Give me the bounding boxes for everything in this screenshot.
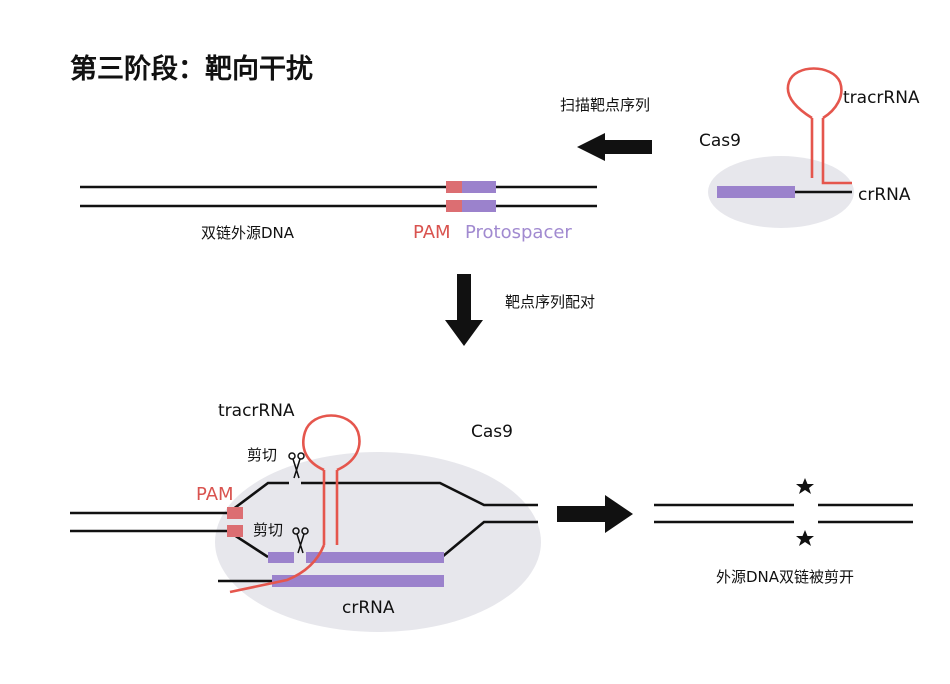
protospacer-label: Protospacer xyxy=(465,222,572,243)
break-star-icon-lower xyxy=(796,530,814,546)
crrna-label-bottom: crRNA xyxy=(342,598,395,618)
tracrrna-link-top xyxy=(821,178,852,185)
scissors-icon-upper xyxy=(288,452,305,479)
pairing-label: 靶点序列配对 xyxy=(505,293,595,311)
cas9-label-top: Cas9 xyxy=(699,131,741,151)
tracrrna-label-top: tracrRNA xyxy=(843,88,920,108)
cut-label-upper: 剪切 xyxy=(247,446,277,464)
page-title: 第三阶段：靶向干扰 xyxy=(70,53,313,85)
crrna-guide-top xyxy=(717,186,795,198)
pam-block-upper-bottom xyxy=(227,507,243,519)
cas9-complex-top xyxy=(708,67,854,228)
dna-label: 双链外源DNA xyxy=(201,224,295,242)
tracrrna-label-bottom: tracrRNA xyxy=(218,401,295,421)
cut-label-lower: 剪切 xyxy=(253,521,283,539)
pam-block-lower xyxy=(446,200,462,212)
target-dna-top xyxy=(80,181,597,212)
pam-label-top: PAM xyxy=(413,222,451,243)
protospacer-segment-left xyxy=(268,552,294,563)
tracrrna-stemloop-bottom xyxy=(229,414,361,594)
tracrrna-stemloop-top xyxy=(786,67,843,178)
pam-block-lower-bottom xyxy=(227,525,243,537)
crrna-guide-bottom xyxy=(272,575,444,587)
scissors-icon-lower xyxy=(292,527,309,554)
result-label: 外源DNA双链被剪开 xyxy=(716,568,854,586)
protospacer-block-lower xyxy=(462,200,496,212)
cleaved-dna xyxy=(654,478,913,546)
cas9-label-bottom: Cas9 xyxy=(471,422,513,442)
protospacer-block-upper xyxy=(462,181,496,193)
dna-strand-upper-bottom xyxy=(70,481,538,515)
result-arrow-icon xyxy=(557,495,633,533)
scan-label: 扫描靶点序列 xyxy=(560,96,650,114)
protospacer-segment-right xyxy=(306,552,444,563)
pairing-arrow-icon xyxy=(445,274,483,346)
scan-arrow-icon xyxy=(577,133,652,161)
break-star-icon-upper xyxy=(796,478,814,494)
pam-block-upper xyxy=(446,181,462,193)
crrna-label-top: crRNA xyxy=(858,185,911,205)
pam-label-bottom: PAM xyxy=(196,484,234,505)
